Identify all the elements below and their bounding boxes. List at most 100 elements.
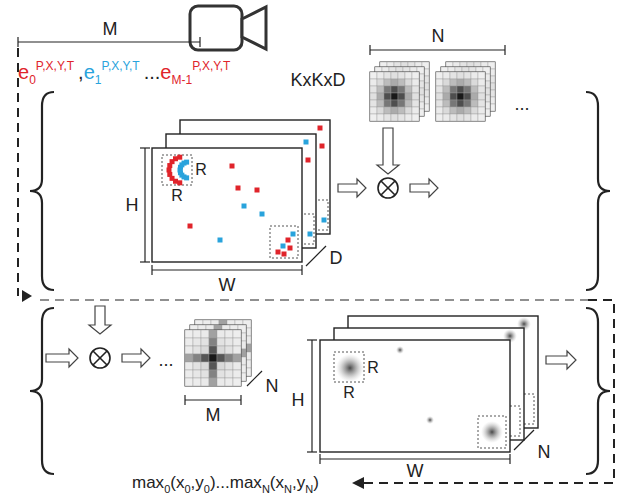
max-index: N <box>262 483 270 494</box>
drawing-stroke <box>334 352 364 382</box>
dimension-label: M <box>206 406 221 424</box>
drawing-stroke <box>217 362 225 370</box>
drawing-stroke <box>185 378 193 386</box>
drawing-stroke <box>464 100 471 107</box>
drawing-stroke <box>199 37 200 47</box>
drawing-stroke <box>185 354 193 362</box>
drawing-stroke <box>301 265 302 275</box>
drawing-stroke <box>311 340 312 452</box>
kernel-size-label: KxKxD <box>290 71 345 89</box>
drawing-stroke <box>405 86 412 93</box>
drawing-stroke <box>471 107 478 114</box>
drawing-stroke <box>514 430 534 450</box>
drawing-stroke <box>464 79 471 86</box>
drawing-stroke <box>89 306 111 334</box>
drawing-stroke <box>471 72 478 79</box>
drawing-stroke <box>306 158 311 163</box>
drawing-stroke <box>177 180 182 185</box>
drawing-stroke <box>377 128 399 174</box>
drawing-stroke <box>405 79 412 86</box>
drawing-stroke <box>201 354 209 362</box>
coordinate: (x <box>270 473 284 492</box>
coordinate: (x <box>170 473 184 492</box>
drawing-stroke <box>396 346 404 354</box>
drawing-stroke <box>478 72 485 79</box>
drawing-stroke <box>217 370 225 378</box>
drawing-stroke <box>30 308 54 474</box>
event-superscript: P,X,Y,T <box>101 59 139 73</box>
drawing-stroke <box>377 72 384 79</box>
drawing-stroke <box>436 93 443 100</box>
drawing-stroke <box>320 458 510 459</box>
drawing-stroke <box>443 86 450 93</box>
drawing-stroke <box>288 246 293 251</box>
drawing-stroke <box>209 330 217 338</box>
drawing-stroke <box>412 86 419 93</box>
drawing-stroke <box>378 178 398 198</box>
drawing-stroke <box>217 330 225 338</box>
drawing-stroke <box>471 100 478 107</box>
drawing-stroke <box>446 62 495 111</box>
drawing-stroke <box>276 250 281 255</box>
drawing-stroke <box>319 454 320 464</box>
max-index: 0 <box>164 483 170 494</box>
event-symbol: e <box>18 61 29 83</box>
drawing-stroke <box>152 269 302 270</box>
drawing-stroke <box>151 265 152 275</box>
dimension-label: H <box>126 196 139 214</box>
drawing-stroke <box>436 72 443 79</box>
event-list: e0P,X,Y,T,e1P,X,Y,T...eM-1P,X,Y,T <box>18 62 234 82</box>
drawing-stroke <box>450 100 457 107</box>
ellipsis: ... <box>144 61 161 83</box>
drawing-stroke <box>377 107 384 114</box>
drawing-stroke <box>457 114 464 121</box>
drawing-stroke <box>457 86 464 93</box>
dimension-label: R <box>367 360 379 376</box>
drawing-stroke <box>286 238 291 243</box>
drawing-stroke <box>247 371 262 386</box>
drawing-stroke <box>405 100 412 107</box>
drawing-stroke <box>281 244 286 249</box>
drawing-stroke <box>93 351 107 365</box>
drawing-stroke <box>233 362 241 370</box>
drawing-stroke <box>370 114 377 121</box>
drawing-stroke <box>370 72 377 79</box>
drawing-stroke <box>412 100 419 107</box>
drawing-stroke <box>412 72 419 79</box>
drawing-stroke <box>405 107 412 114</box>
drawing-stroke <box>233 338 241 346</box>
drawing-stroke <box>93 351 107 365</box>
drawing-stroke <box>464 93 471 100</box>
drawing-stroke <box>412 93 419 100</box>
drawing-stroke <box>233 330 241 338</box>
drawing-stroke <box>308 232 313 237</box>
event-index: M-1 <box>171 73 192 87</box>
drawing-stroke <box>90 348 110 368</box>
drawing-stroke <box>193 338 201 346</box>
drawing-stroke <box>217 338 225 346</box>
drawing-stroke <box>225 378 233 386</box>
dimension-label: N <box>432 27 445 45</box>
drawing-stroke <box>405 93 412 100</box>
drawing-stroke <box>338 179 366 197</box>
drawing-stroke <box>384 72 391 79</box>
drawing-stroke <box>318 126 323 131</box>
dimension-label: R <box>171 188 183 204</box>
dimension-label: D <box>330 249 343 267</box>
maxima-list: max0(x0,y0)...maxN(xN,yN) <box>132 474 319 491</box>
drawing-stroke <box>412 107 419 114</box>
drawing-stroke <box>370 72 419 121</box>
drawing-stroke <box>185 370 193 378</box>
drawing-stroke <box>436 72 485 121</box>
drawing-stroke <box>384 79 391 86</box>
dimension-label: W <box>219 276 236 294</box>
drawing-stroke <box>398 79 405 86</box>
drawing-stroke <box>233 370 241 378</box>
drawing-stroke <box>391 93 398 100</box>
drawing-stroke <box>384 107 391 114</box>
drawing-stroke <box>167 163 172 168</box>
event-symbol: e <box>160 61 171 83</box>
dimension-label: N <box>266 377 279 395</box>
drawing-stroke <box>193 354 201 362</box>
